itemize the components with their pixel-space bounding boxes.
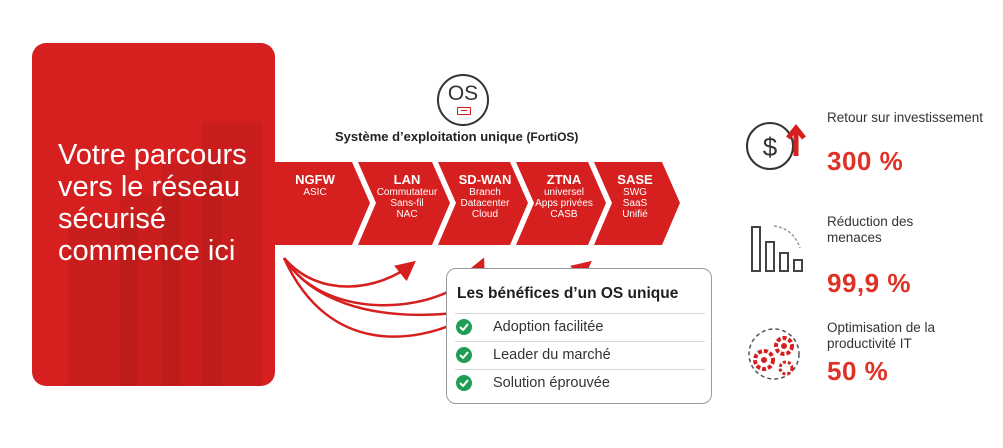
segment-shape-ztna	[516, 162, 606, 245]
segment-shape-sdwan	[438, 162, 528, 245]
stat-value: 300 %	[827, 146, 904, 176]
hero-decoration	[68, 221, 138, 386]
os-badge-text: OS	[447, 82, 479, 105]
segment-line: NAC	[396, 209, 418, 220]
segment-sdwan: SD-WAN Branch Datacenter Cloud	[450, 172, 520, 220]
segment-line: Datacenter	[460, 198, 510, 209]
hero-decoration	[202, 123, 262, 386]
segment-line: Branch	[469, 187, 501, 198]
os-title-main: Système d’exploitation unique	[335, 129, 523, 144]
check-icon	[456, 375, 472, 391]
hero-decoration	[162, 163, 222, 386]
segment-shape-ngfw	[275, 162, 370, 245]
segment-ngfw: NGFW ASIC	[282, 172, 348, 198]
check-icon	[456, 319, 472, 335]
segment-line: Sans-fil	[390, 198, 424, 209]
segment-heading: NGFW	[295, 172, 335, 187]
segment-heading: SD-WAN	[458, 172, 512, 187]
connector-curve	[282, 257, 459, 338]
hero-title: Votre parcours vers le réseau sécurisé c…	[58, 139, 247, 267]
stat-label: Optimisation de la productivité IT	[827, 320, 936, 351]
stat-roi: $ Retour sur investissement 300 %	[740, 110, 990, 190]
benefit-item: Solution éprouvée	[455, 369, 705, 396]
segment-line: Commutateur	[376, 187, 438, 198]
segment-line: Cloud	[471, 209, 499, 220]
os-title-paren: (FortiOS)	[526, 130, 579, 144]
benefit-label: Solution éprouvée	[493, 375, 610, 391]
hero-decoration	[120, 193, 180, 386]
benefit-item: Leader du marché	[455, 341, 705, 368]
stat-value: 50 %	[827, 356, 889, 386]
segment-line: CASB	[550, 209, 578, 220]
benefit-label: Adoption facilitée	[493, 319, 604, 335]
segment-line: ASIC	[303, 187, 327, 198]
svg-text:$: $	[763, 132, 778, 162]
bar-decline-icon	[751, 225, 803, 272]
stat-value: 99,9 %	[827, 268, 911, 298]
benefit-label: Leader du marché	[493, 347, 611, 363]
dollar-growth-icon: $	[746, 122, 806, 170]
segment-ztna: ZTNA universel Apps privées CASB	[527, 172, 601, 220]
segment-line: SWG	[623, 187, 647, 198]
stat-label: Réduction des menaces	[827, 214, 914, 245]
fortinet-logo-icon	[457, 107, 471, 115]
benefits-box: Les bénéfices d’un OS unique Adoption fa…	[446, 268, 712, 404]
segment-heading: SASE	[617, 172, 653, 187]
gears-icon	[748, 328, 800, 380]
os-title: Système d’exploitation unique (FortiOS)	[335, 129, 615, 144]
connector-curve	[283, 257, 416, 288]
benefits-title: Les bénéfices d’un OS unique	[457, 285, 679, 302]
segment-shape-sase	[594, 162, 680, 245]
check-icon	[456, 347, 472, 363]
segment-line: SaaS	[622, 198, 648, 209]
segment-line: universel	[543, 187, 585, 198]
benefit-item: Adoption facilitée	[455, 313, 705, 340]
os-badge-icon: OS	[437, 74, 489, 126]
segment-line: Unifié	[622, 209, 648, 220]
stat-productivity: Optimisation de la productivité IT 50 %	[740, 320, 990, 400]
segment-line: Apps privées	[535, 198, 593, 209]
hero-panel: Votre parcours vers le réseau sécurisé c…	[32, 43, 275, 386]
segment-lan: LAN Commutateur Sans-fil NAC	[372, 172, 442, 220]
segment-shape-lan	[358, 162, 450, 245]
stat-threats: Réduction des menaces 99,9 %	[740, 214, 990, 304]
segment-sase: SASE SWG SaaS Unifié	[602, 172, 668, 220]
segment-heading: ZTNA	[546, 172, 582, 187]
stat-label: Retour sur investissement	[827, 110, 984, 125]
segment-heading: LAN	[393, 172, 421, 187]
